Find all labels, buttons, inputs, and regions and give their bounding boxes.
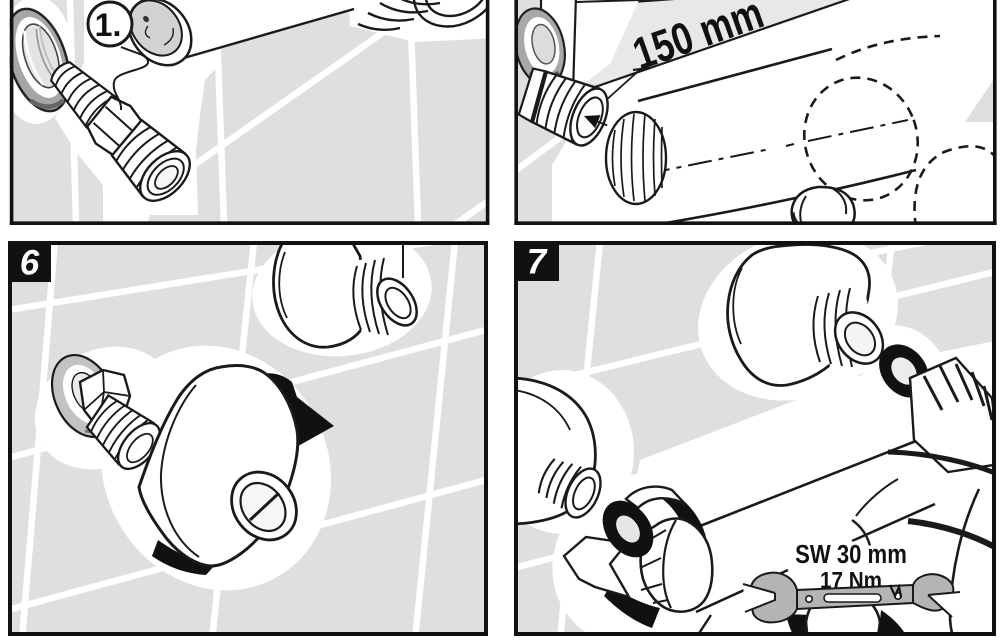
svg-text:1.: 1. [95,7,122,43]
svg-text:SW 30 mm: SW 30 mm [795,540,907,569]
svg-text:SW 30 mm: SW 30 mm [795,540,907,569]
svg-text:6: 6 [20,244,40,283]
svg-text:7: 7 [527,243,548,282]
